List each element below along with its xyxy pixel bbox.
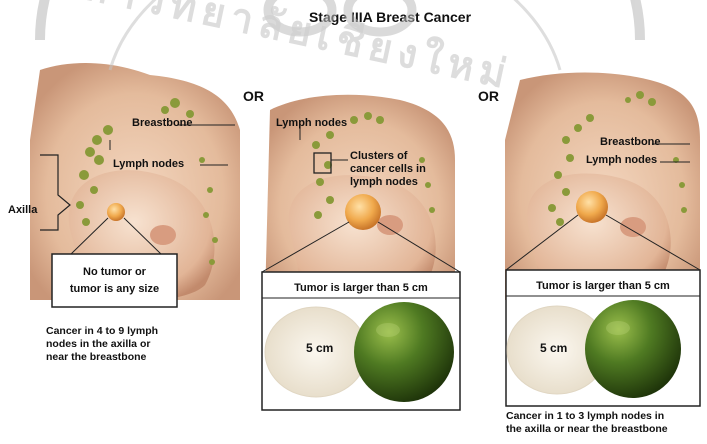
tumor-box-1-line-1: No tumor or <box>83 266 147 278</box>
label-lymph-nodes-1: Lymph nodes <box>113 158 184 170</box>
caption-3-line-2: the axilla or near the breastbone <box>506 423 668 435</box>
tumor-large-3 <box>576 191 608 223</box>
caption-1-line-3: near the breastbone <box>46 351 147 363</box>
clusters-line-1: Clusters of <box>350 150 408 162</box>
label-breastbone-1: Breastbone <box>132 117 193 129</box>
nipple-1 <box>150 225 176 245</box>
tumor-box-1 <box>52 254 177 307</box>
caption-3-line-1: Cancer in 1 to 3 lymph nodes in <box>506 410 664 422</box>
label-breastbone-3: Breastbone <box>600 136 661 148</box>
caption-1-line-2: nodes in the axilla or <box>46 338 150 350</box>
tumor-small-1 <box>107 203 125 221</box>
panel-1: Breastbone Lymph nodes Axilla No tumor o… <box>8 63 240 363</box>
nipple-3 <box>620 217 646 237</box>
or-label-1: OR <box>243 88 264 104</box>
clusters-line-3: lymph nodes <box>350 176 418 188</box>
label-lymph-nodes-3: Lymph nodes <box>586 154 657 166</box>
tumor-box-2-label: Tumor is larger than 5 cm <box>294 282 428 294</box>
clusters-line-2: cancer cells in <box>350 163 426 175</box>
size-label-3: 5 cm <box>540 341 567 355</box>
size-label-2: 5 cm <box>306 341 333 355</box>
label-lymph-nodes-2: Lymph nodes <box>276 117 347 129</box>
tumor-box-3-label: Tumor is larger than 5 cm <box>536 280 670 292</box>
lime-illustration-3 <box>585 300 681 398</box>
tumor-box-1-line-2: tumor is any size <box>70 283 159 295</box>
panel-2: OR Lymph nodes Clusters of cancer cells … <box>243 88 460 410</box>
nipple-2 <box>377 215 403 235</box>
panel-3: OR Breastbone Lymph nodes Tumor is large… <box>478 73 700 436</box>
label-axilla: Axilla <box>8 204 38 216</box>
tumor-large-2 <box>345 194 381 230</box>
lime-illustration-2 <box>354 302 454 402</box>
caption-1-line-1: Cancer in 4 to 9 lymph <box>46 325 158 337</box>
